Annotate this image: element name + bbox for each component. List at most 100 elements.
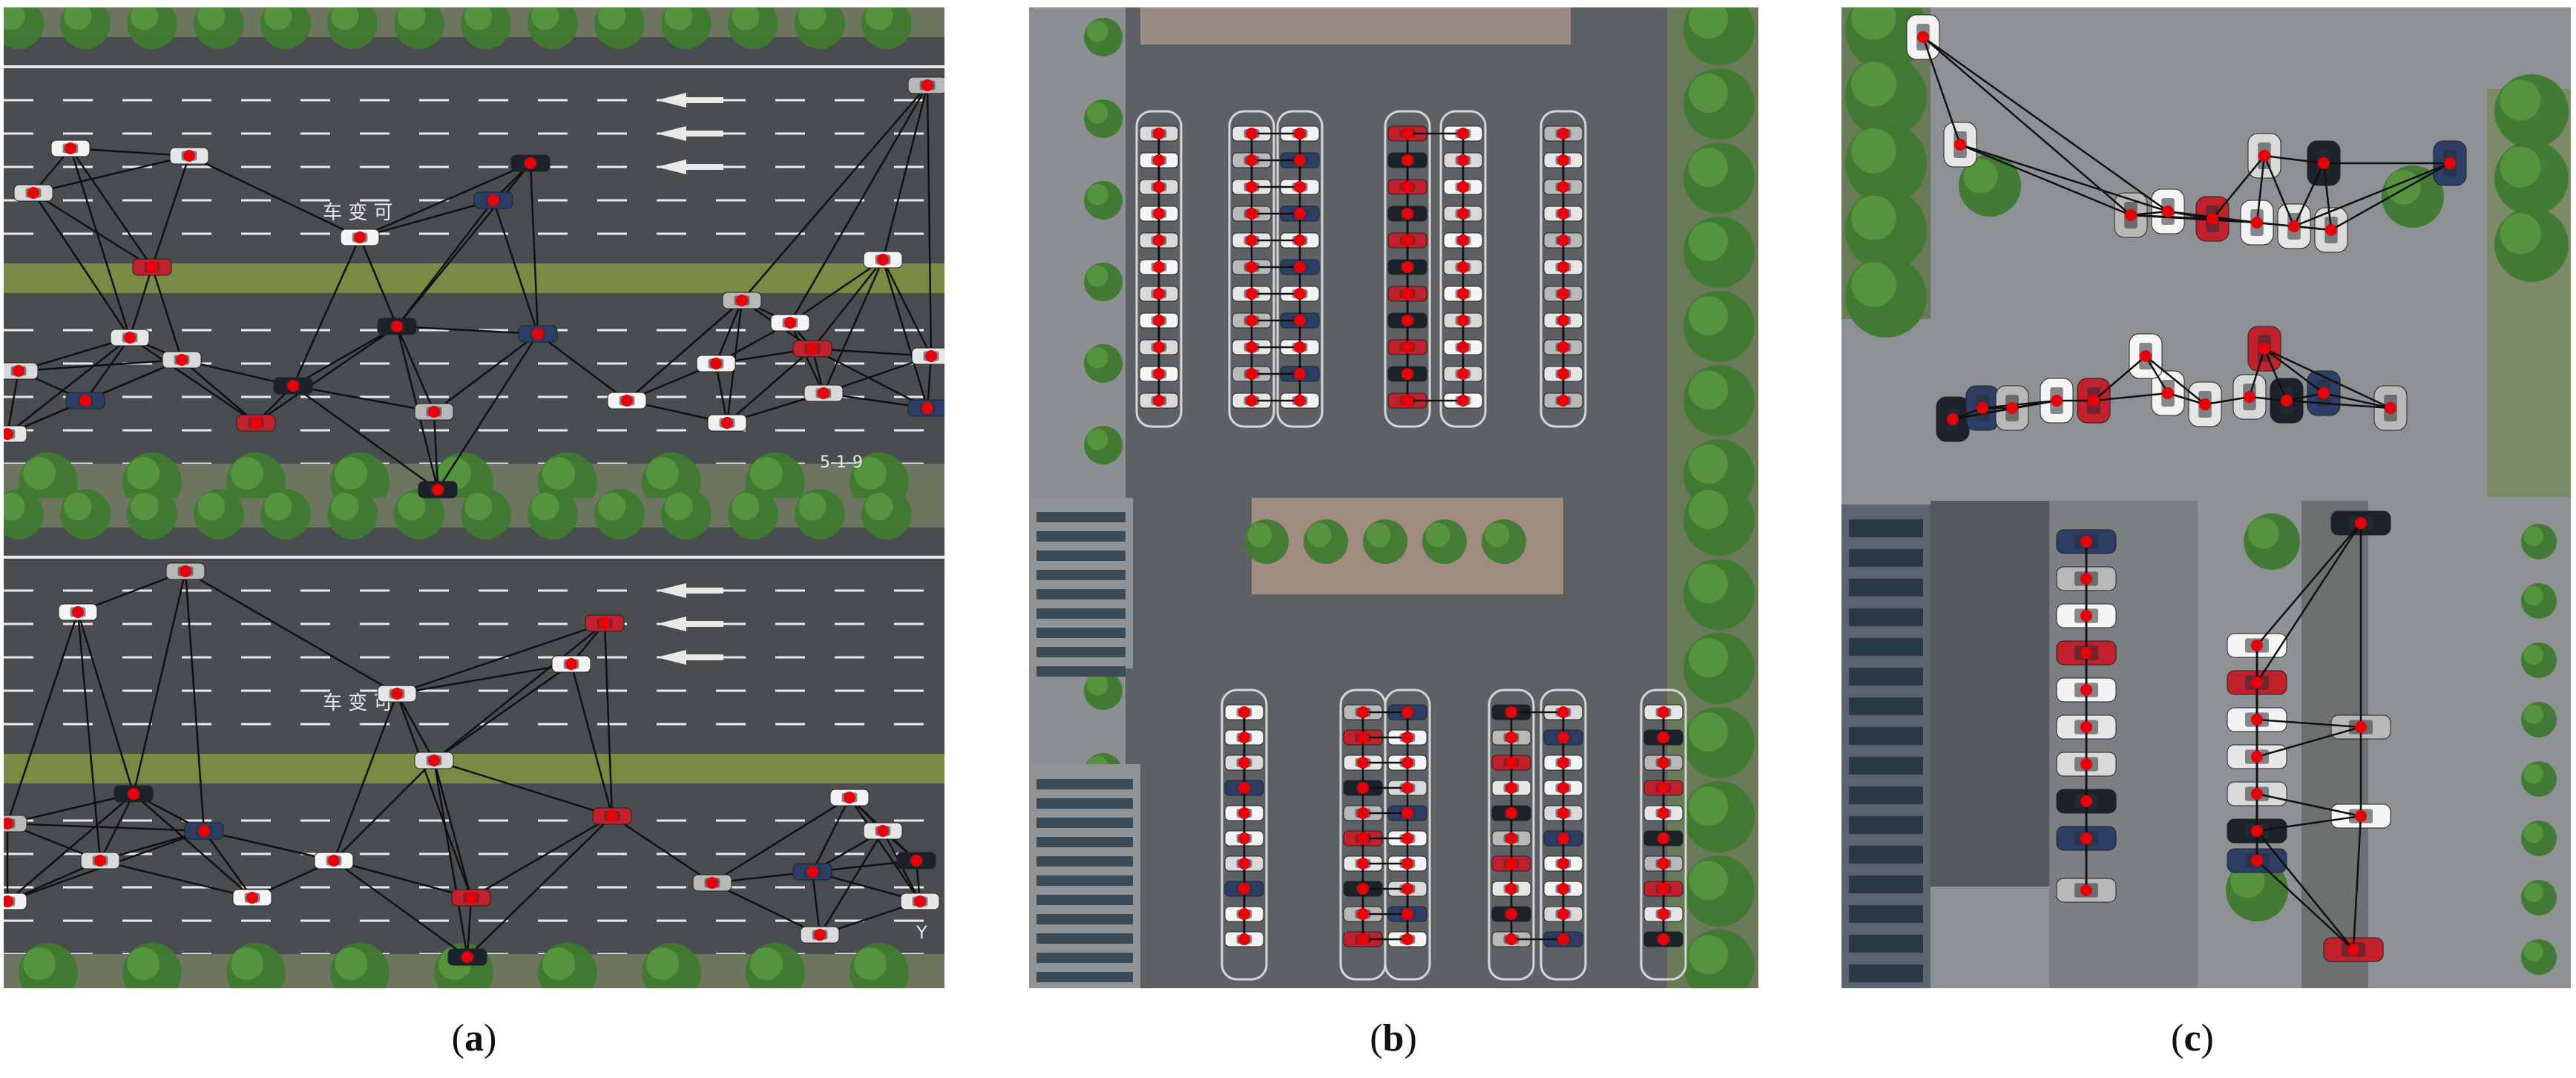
graph-edge bbox=[714, 300, 743, 364]
graph-node bbox=[1154, 289, 1164, 299]
graph-node bbox=[2199, 398, 2211, 410]
graph-node bbox=[1558, 884, 1568, 894]
graph-edge bbox=[2256, 860, 2354, 950]
graph-edge bbox=[712, 796, 850, 884]
parking-row bbox=[1384, 110, 1431, 428]
graph-node bbox=[1295, 208, 1305, 219]
tree bbox=[854, 457, 887, 490]
sidewalk bbox=[1029, 7, 1126, 498]
graph-edge bbox=[396, 200, 494, 327]
graph-node bbox=[1658, 808, 1669, 818]
tree bbox=[231, 457, 263, 490]
graph-edge bbox=[818, 830, 884, 936]
tree bbox=[1851, 262, 1896, 307]
tree bbox=[2247, 517, 2279, 549]
tree bbox=[865, 493, 893, 521]
graph-node bbox=[1402, 369, 1413, 379]
graph-node bbox=[1558, 707, 1568, 717]
graph-edge bbox=[433, 759, 613, 818]
graph-node bbox=[1239, 808, 1249, 818]
panel-c-image bbox=[1841, 7, 2571, 988]
graph-edge bbox=[881, 85, 929, 260]
graph-node bbox=[1402, 395, 1413, 406]
caption-b: (b) bbox=[1370, 1017, 1417, 1059]
tree bbox=[1086, 428, 1108, 450]
graph-edge bbox=[714, 363, 729, 424]
panel-a-image: 车 变 可车 变 可5-1-9Y bbox=[4, 7, 944, 988]
road-arrow bbox=[657, 126, 686, 141]
parking-row bbox=[1135, 110, 1183, 428]
graph-node bbox=[606, 810, 618, 822]
graph-node bbox=[65, 142, 76, 154]
tree bbox=[1689, 564, 1728, 603]
graph-edge bbox=[2255, 155, 2266, 223]
graph-node bbox=[1154, 369, 1164, 379]
graph-node bbox=[921, 402, 933, 414]
graph-edge bbox=[18, 358, 183, 372]
graph-edge bbox=[1959, 143, 2132, 217]
graph-node bbox=[4, 428, 13, 440]
graph-node bbox=[1239, 732, 1249, 743]
tree bbox=[2500, 213, 2541, 254]
graph-node bbox=[814, 929, 826, 941]
graph-node bbox=[818, 387, 829, 399]
graph-node bbox=[844, 792, 855, 803]
graph-node bbox=[1239, 707, 1249, 717]
graph-node bbox=[1506, 909, 1517, 919]
graph-edge bbox=[84, 337, 131, 401]
graph-node bbox=[784, 317, 796, 329]
graph-node bbox=[1402, 934, 1413, 944]
graph-node bbox=[1246, 128, 1257, 139]
road-arrow bbox=[686, 588, 723, 594]
graph-node bbox=[2251, 825, 2263, 837]
graph-edge bbox=[789, 258, 884, 324]
graph-edge bbox=[33, 154, 190, 194]
road-arrow bbox=[657, 650, 686, 665]
tree bbox=[1689, 935, 1728, 974]
graph-node bbox=[1246, 289, 1257, 299]
graph-node bbox=[1402, 289, 1413, 299]
tree bbox=[1086, 102, 1108, 124]
graph-node bbox=[183, 150, 195, 162]
building-windows bbox=[1036, 666, 1126, 677]
tree bbox=[531, 493, 559, 521]
graph-node bbox=[1295, 289, 1305, 299]
graph-node bbox=[1558, 858, 1568, 869]
graph-node bbox=[2006, 402, 2018, 414]
graph-node bbox=[1402, 757, 1413, 768]
building-windows bbox=[1849, 579, 1923, 596]
tree bbox=[1086, 346, 1108, 369]
building-windows bbox=[1036, 837, 1133, 847]
graph-node bbox=[525, 157, 536, 169]
tree bbox=[646, 457, 679, 490]
plaza bbox=[1140, 7, 1571, 45]
graph-node bbox=[1558, 369, 1568, 379]
graph-node bbox=[877, 254, 889, 266]
parking-surface bbox=[1029, 7, 1758, 498]
graph-node bbox=[1246, 155, 1257, 165]
graph-node bbox=[1506, 757, 1517, 768]
graph-node bbox=[1402, 235, 1413, 246]
road-text-marking: 车 变 可 bbox=[323, 202, 393, 224]
tree bbox=[1689, 712, 1728, 752]
tree bbox=[598, 7, 626, 30]
road-text-marking: 5-1-9 bbox=[820, 453, 863, 472]
graph-node bbox=[1358, 808, 1368, 818]
graph-edge bbox=[333, 859, 472, 899]
tree bbox=[1851, 7, 1896, 40]
graph-node bbox=[1458, 182, 1468, 192]
graph-node bbox=[461, 951, 473, 963]
tree bbox=[464, 493, 493, 521]
graph-node bbox=[925, 350, 937, 362]
tree bbox=[64, 493, 92, 521]
graph-edge bbox=[32, 192, 131, 338]
graph-node bbox=[1458, 235, 1468, 246]
graph-node bbox=[428, 755, 440, 766]
building-windows bbox=[1036, 628, 1126, 638]
graph-edge bbox=[433, 760, 469, 958]
tree bbox=[732, 493, 760, 521]
graph-edge bbox=[2330, 162, 2451, 231]
graph-edge bbox=[2256, 792, 2362, 818]
graph-edge bbox=[2264, 154, 2324, 165]
graph-edge bbox=[2286, 392, 2324, 402]
